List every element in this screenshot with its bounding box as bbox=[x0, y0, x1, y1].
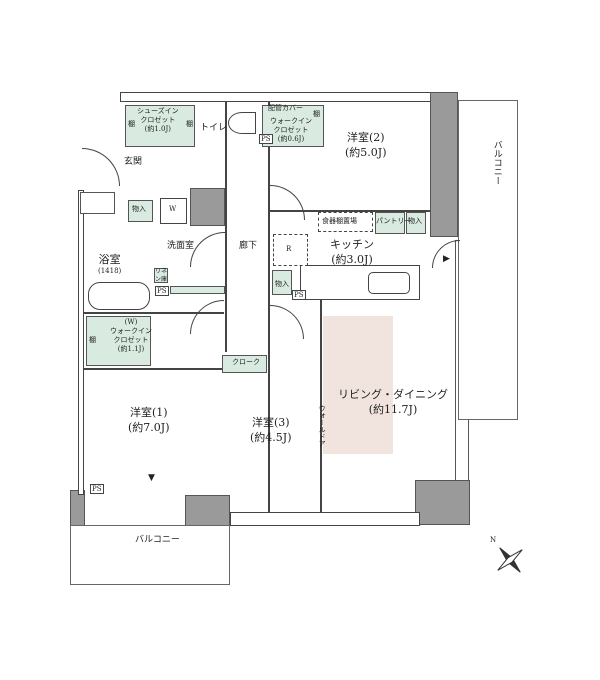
dark-box bbox=[190, 188, 225, 226]
wic-large-label: (W)ウォークインクロゼット(約1.1J) bbox=[110, 318, 152, 354]
balcony-bottom-label: バルコニー bbox=[135, 535, 180, 545]
dish-shelf bbox=[318, 212, 373, 232]
wash-door[interactable] bbox=[190, 232, 225, 267]
western1-top bbox=[84, 368, 224, 370]
entry-storage-label: 物入 bbox=[132, 205, 146, 213]
compass-icon: N bbox=[490, 536, 530, 580]
western2-bottom bbox=[270, 210, 430, 212]
entrance-door[interactable] bbox=[82, 148, 120, 186]
compass-north-label: N bbox=[490, 536, 497, 544]
cloak-label: クローク bbox=[232, 358, 260, 366]
ps-wash: PS bbox=[155, 286, 169, 296]
wic-small-shelf: 棚 bbox=[313, 110, 320, 118]
pantry bbox=[375, 212, 405, 234]
pipe-cover-label: 配管カバー bbox=[268, 104, 303, 112]
kitchen-storage-label: 物入 bbox=[408, 217, 422, 225]
shelf-label: 棚 bbox=[186, 120, 193, 128]
corner-bottom-right bbox=[415, 480, 470, 525]
western2-label: 洋室(2)(約5.0J) bbox=[345, 131, 387, 160]
hall-wall-right bbox=[268, 102, 270, 512]
wic-large bbox=[86, 316, 151, 366]
wic-small-label: ウォークインクロゼット(約0.6J) bbox=[270, 117, 312, 144]
entry-storage bbox=[128, 200, 153, 222]
linen-label: リネン庫 bbox=[154, 268, 167, 283]
entrance-label: 玄関 bbox=[124, 157, 143, 167]
sink bbox=[368, 272, 410, 294]
pillar-left bbox=[80, 192, 115, 214]
bathtub bbox=[88, 282, 150, 310]
dish-shelf-label: 食器棚置場 bbox=[322, 217, 357, 225]
linen bbox=[154, 268, 168, 283]
left-wall bbox=[78, 190, 84, 495]
washer-box bbox=[160, 198, 187, 224]
right-balcony-outline bbox=[458, 100, 518, 420]
ps-kitchen: PS bbox=[292, 290, 306, 300]
vanity bbox=[170, 286, 225, 294]
kitchen-storage-top bbox=[406, 212, 426, 234]
balcony-arrow-icon: ▶ bbox=[443, 254, 450, 264]
cloak bbox=[222, 355, 267, 373]
western2-door[interactable] bbox=[270, 185, 305, 220]
bath-label: 浴室(1418) bbox=[98, 253, 122, 276]
balcony-right-label: バルコニー bbox=[491, 140, 502, 185]
ps-bottom: PS bbox=[90, 484, 104, 494]
hall-wall-left bbox=[225, 102, 227, 352]
bath-bottom bbox=[84, 312, 224, 314]
pantry-label: パントリー bbox=[376, 217, 412, 225]
bottom-entry-arrow-icon: ▼ bbox=[148, 473, 155, 483]
bottom-balcony-outline bbox=[70, 525, 230, 585]
hallway-label: 廊下 bbox=[239, 241, 258, 251]
western3-door[interactable] bbox=[270, 305, 304, 339]
top-wall bbox=[120, 92, 432, 102]
shoes-closet bbox=[125, 105, 195, 147]
toilet-label: トイレ bbox=[200, 123, 228, 133]
shoes-closet-label: シューズインクロゼット(約1.0J) bbox=[137, 107, 179, 134]
western1-label: 洋室(1)(約7.0J) bbox=[128, 406, 170, 435]
western1-door[interactable] bbox=[190, 300, 224, 334]
kitchen-label: キッチン(約3.0J) bbox=[330, 238, 374, 267]
washer-label: W bbox=[169, 205, 177, 213]
wall-door-label: ウォールドア bbox=[318, 405, 327, 447]
toilet-bowl bbox=[228, 112, 256, 134]
western3-label: 洋室(3)(約4.5J) bbox=[250, 416, 292, 445]
washroom-label: 洗面室 bbox=[167, 241, 195, 251]
fridge-label: R bbox=[286, 245, 292, 253]
fridge bbox=[273, 234, 308, 266]
wic-large-shelf: 棚 bbox=[89, 336, 96, 344]
shelf-label: 棚 bbox=[128, 120, 135, 128]
western3-wall bbox=[320, 300, 322, 512]
ps-toilet: PS bbox=[259, 134, 273, 144]
bottom-wall bbox=[230, 512, 420, 526]
living-area-shade bbox=[323, 316, 393, 454]
kitchen-storage-left bbox=[272, 270, 292, 295]
kitchen-storage-left-label: 物入 bbox=[275, 280, 289, 288]
right-wall-upper bbox=[430, 92, 458, 237]
living-label: リビング・ダイニング(約11.7J) bbox=[338, 388, 448, 417]
